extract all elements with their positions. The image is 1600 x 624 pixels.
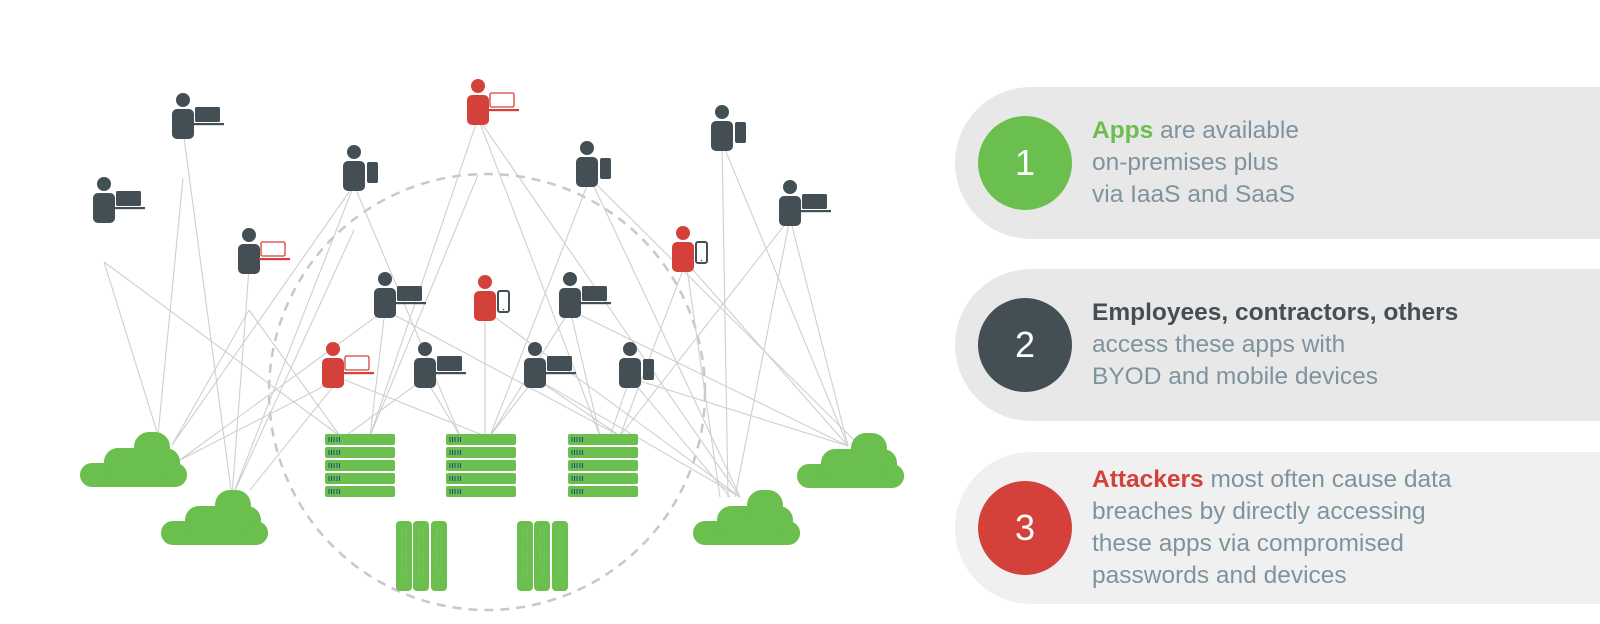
user-with-tablet-icon: [576, 141, 611, 187]
storage-icon: [395, 520, 448, 592]
card-text-line: breaches by directly accessing: [1092, 496, 1452, 528]
card-highlight: Attackers: [1092, 466, 1204, 493]
server-rack-icon: [324, 433, 396, 498]
user-with-laptop-icon: [172, 93, 224, 139]
storage-icon: [516, 520, 569, 592]
card-text-line: Employees, contractors, others: [1092, 297, 1458, 329]
card-text-line: Attackers most often cause data: [1092, 464, 1452, 496]
user-with-tablet-icon: [711, 105, 746, 151]
card-text-line: BYOD and mobile devices: [1092, 361, 1458, 393]
attacker-with-phone-icon: [672, 226, 708, 272]
user-with-tablet-icon: [619, 342, 654, 388]
card-text-line: access these apps with: [1092, 329, 1458, 361]
card-highlight: Apps: [1092, 117, 1154, 144]
card-text: breaches by directly accessing: [1092, 498, 1426, 525]
card-highlight: Employees, contractors, others: [1092, 299, 1459, 326]
server-rack-icon: [567, 433, 639, 498]
user-with-laptop-icon: [414, 342, 466, 388]
user-with-laptop-icon: [524, 342, 576, 388]
card-text: on-premises plus: [1092, 149, 1279, 176]
user-with-laptop-icon: [559, 272, 611, 318]
step-number-badge: 3: [978, 481, 1072, 575]
cloud-icon: [80, 432, 187, 487]
card-text-line: these apps via compromised: [1092, 528, 1452, 560]
card-text: passwords and devices: [1092, 562, 1347, 589]
cloud-icon: [797, 433, 904, 488]
user-with-laptop-icon: [374, 272, 426, 318]
card-text-line: Apps are available: [1092, 115, 1299, 147]
step-number-badge: 1: [978, 116, 1072, 210]
card-text-line: on-premises plus: [1092, 147, 1299, 179]
card-description: Employees, contractors, others access the…: [1092, 297, 1458, 393]
step-number-badge: 2: [978, 298, 1072, 392]
card-text-line: passwords and devices: [1092, 560, 1452, 592]
card-text: these apps via compromised: [1092, 530, 1404, 557]
cloud-icon: [693, 490, 800, 545]
card-text: via IaaS and SaaS: [1092, 181, 1295, 208]
user-with-laptop-icon: [779, 180, 831, 226]
people-layer: [93, 79, 831, 388]
card-text: most often cause data: [1203, 466, 1452, 493]
user-with-laptop-icon: [238, 228, 290, 274]
card-text: are available: [1153, 117, 1299, 144]
server-rack-icon: [445, 433, 517, 498]
card-text: BYOD and mobile devices: [1092, 363, 1378, 390]
attacker-with-laptop-icon: [322, 342, 374, 388]
user-with-laptop-icon: [93, 177, 145, 223]
card-text-line: via IaaS and SaaS: [1092, 179, 1299, 211]
network-diagram: [80, 79, 904, 612]
info-card-2: 2 Employees, contractors, others access th…: [955, 269, 1600, 421]
attacker-with-phone-icon: [474, 275, 510, 321]
user-with-tablet-icon: [343, 145, 378, 191]
attacker-with-laptop-icon: [467, 79, 519, 125]
on-premises-boundary: [267, 172, 707, 612]
card-text: access these apps with: [1092, 331, 1346, 358]
cloud-icon: [161, 490, 268, 545]
connection-lines: [103, 117, 861, 498]
